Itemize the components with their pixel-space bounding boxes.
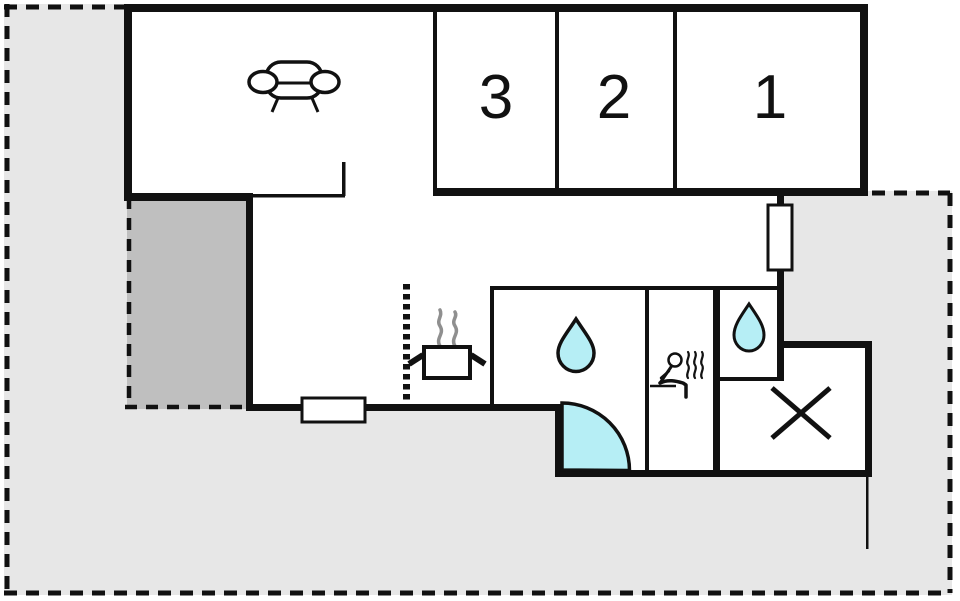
wall-bedroom2-1 xyxy=(673,10,677,190)
wall-wc-bottom xyxy=(720,377,777,381)
wall-bath-sauna xyxy=(645,286,649,472)
wall-store-right xyxy=(865,341,872,477)
door-swing xyxy=(560,401,632,473)
sauna-steam xyxy=(686,350,690,380)
window xyxy=(766,203,794,272)
sauna-steam xyxy=(693,350,697,380)
wall-store-top xyxy=(777,341,872,348)
terrace-dashed-edge xyxy=(125,197,246,410)
steam-icon xyxy=(451,310,459,348)
building-footprint xyxy=(124,4,872,477)
wall-terrace-right xyxy=(246,196,253,411)
wall-hall-bottom xyxy=(246,404,559,411)
wall-window-upper xyxy=(777,192,784,208)
wall-sauna-right xyxy=(713,286,720,472)
wall-left xyxy=(124,4,132,201)
room-label-1: 1 xyxy=(753,63,787,132)
wall-stub-line xyxy=(866,477,869,549)
wall-living-bottom xyxy=(124,193,253,201)
wall-partial-horizontal xyxy=(253,194,345,198)
walls xyxy=(124,4,872,549)
wall-partial-vertical xyxy=(342,162,346,196)
pot-handle xyxy=(469,352,487,367)
sofa-armrest xyxy=(309,69,341,95)
property-boundary xyxy=(4,4,953,596)
pot-handle xyxy=(407,352,425,367)
wall-bath-left xyxy=(490,286,494,406)
sauna-person-leg xyxy=(658,378,688,399)
wall-bath-block-top xyxy=(490,286,780,290)
cooking-pot-icon xyxy=(407,308,487,380)
wall-bedroom3-2 xyxy=(555,10,559,190)
wall-bedroom3-left xyxy=(433,10,437,190)
sofa-armrest xyxy=(247,69,279,95)
wall-window-lower xyxy=(777,267,784,381)
steam-icon xyxy=(436,308,444,348)
sauna-person-icon xyxy=(650,350,704,399)
sofa-icon xyxy=(247,60,341,113)
water-drop-icon xyxy=(556,315,596,374)
wall-top xyxy=(124,4,868,12)
room-label-3: 3 xyxy=(479,63,513,132)
water-drop-icon xyxy=(732,301,766,353)
window xyxy=(300,396,367,424)
sofa-leg xyxy=(270,97,280,113)
terrace xyxy=(127,197,246,409)
cross-mark-icon xyxy=(770,386,832,440)
pot-body xyxy=(422,345,472,380)
wall-bedrooms-bottom xyxy=(433,188,868,196)
cross-line xyxy=(770,386,832,440)
sauna-person-head xyxy=(667,352,683,368)
sauna-steam xyxy=(700,350,704,380)
sauna-person-arm xyxy=(659,369,671,380)
room-label-2: 2 xyxy=(597,63,631,132)
wall-bath-block-bottom xyxy=(555,470,872,477)
wall-door-jamb xyxy=(555,404,562,477)
sofa-leg xyxy=(310,97,320,113)
wall-right xyxy=(860,4,868,196)
